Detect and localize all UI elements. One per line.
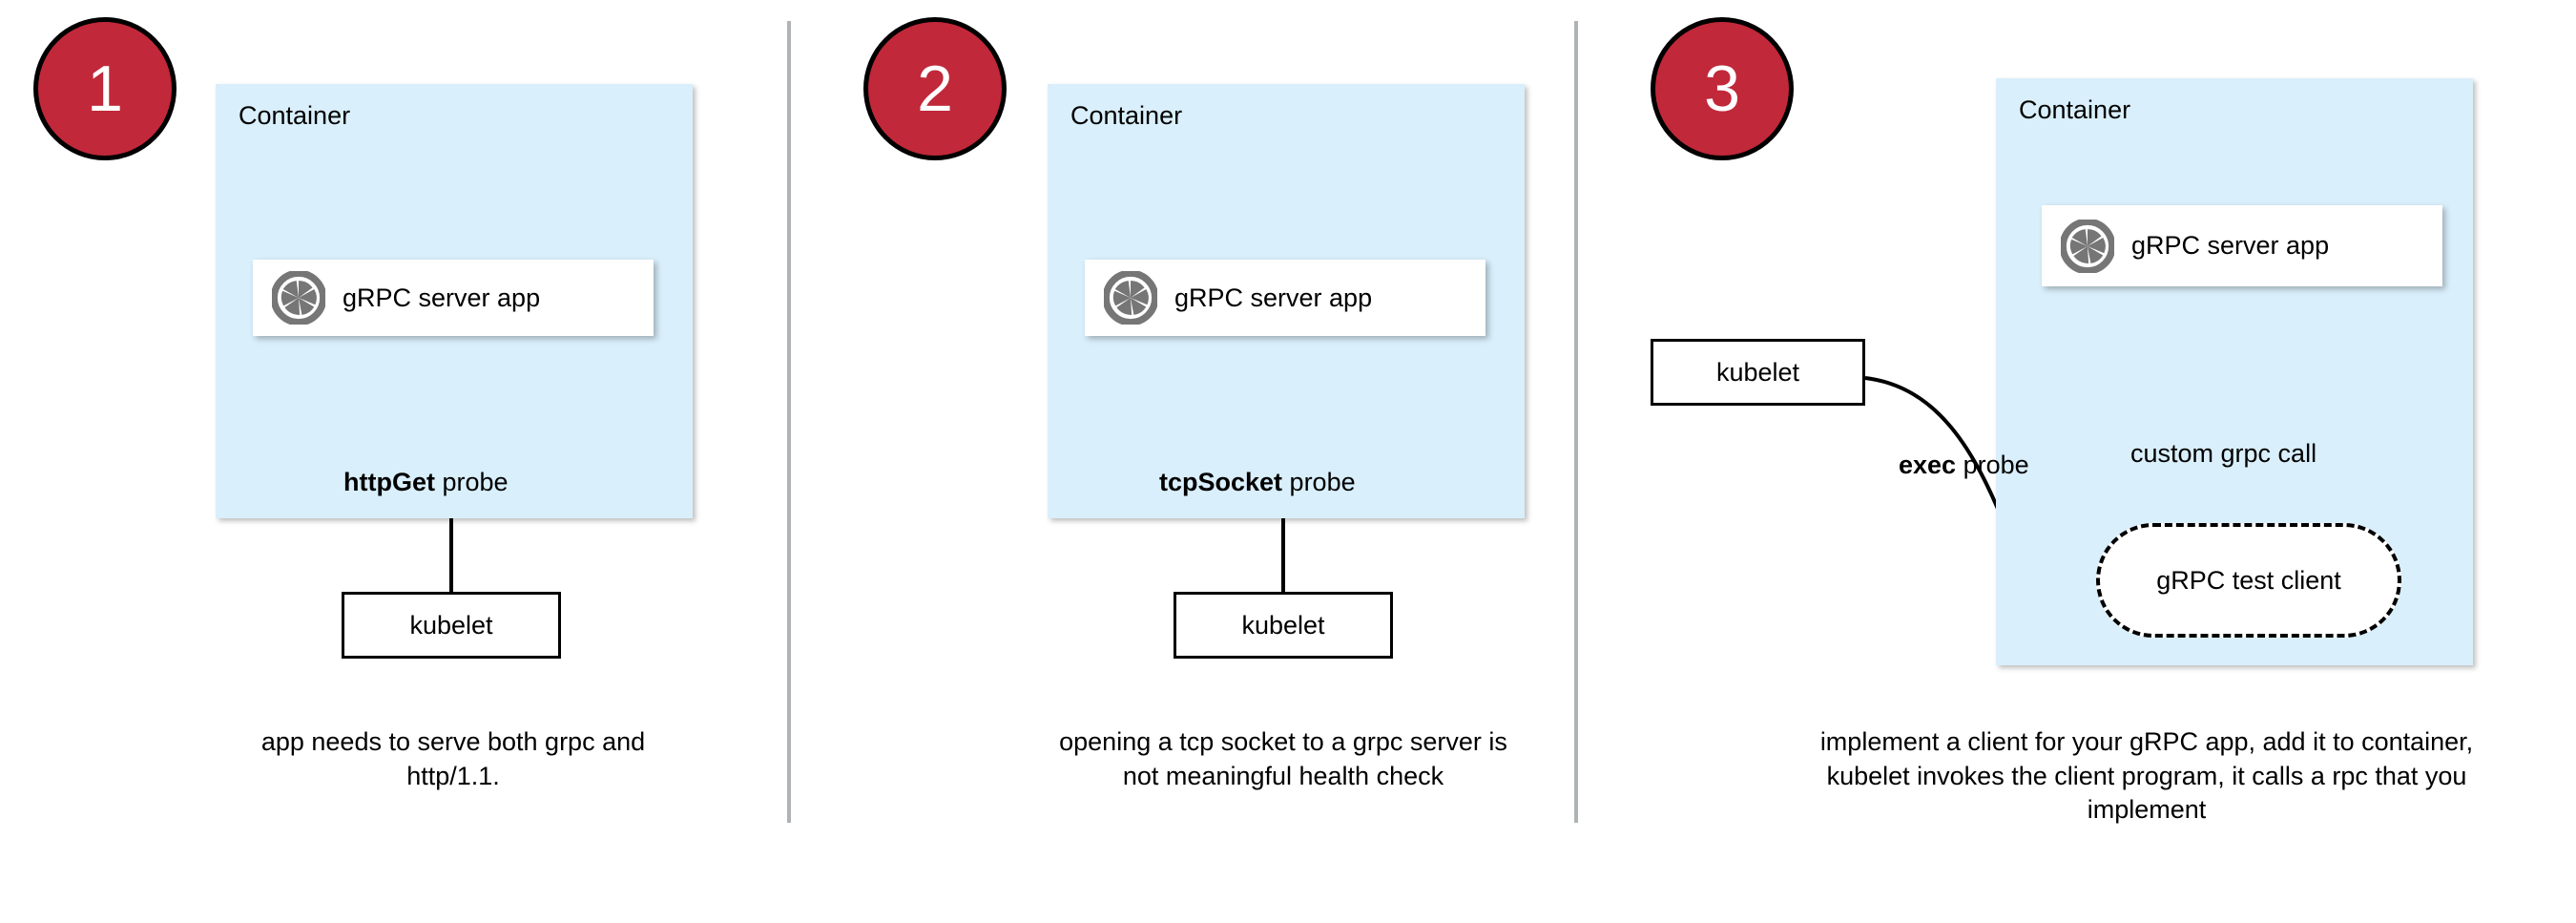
container-label-2: Container	[1070, 101, 1183, 130]
probe-label-2-bold: tcpSocket	[1159, 468, 1283, 496]
grpc-aperture-icon	[272, 271, 325, 325]
custom-grpc-call-label: custom grpc call	[2130, 439, 2317, 468]
app-card-2: gRPC server app	[1085, 260, 1485, 336]
app-card-3: gRPC server app	[2042, 205, 2442, 286]
step-badge-label: 3	[1704, 52, 1740, 125]
panel-caption-1: app needs to serve both grpc and http/1.…	[260, 727, 646, 790]
probe-label-1-bold: httpGet	[343, 468, 435, 496]
column-divider-1	[787, 21, 791, 823]
grpc-aperture-icon	[2061, 219, 2114, 273]
container-label-3: Container	[2019, 95, 2131, 124]
panel-caption-2: opening a tcp socket to a grpc server is…	[1059, 727, 1507, 790]
step-badge-2: 2	[863, 17, 1007, 160]
kubelet-box-1: kubelet	[342, 592, 561, 659]
container-label-1: Container	[239, 101, 351, 130]
probe-label-2-rest: probe	[1282, 468, 1356, 496]
kubelet-box-2: kubelet	[1174, 592, 1393, 659]
app-card-label-2: gRPC server app	[1174, 283, 1373, 312]
step-badge-label: 2	[917, 52, 953, 125]
probe-label-3-bold: exec	[1899, 451, 1957, 479]
panel-caption-3: implement a client for your gRPC app, ad…	[1819, 727, 2474, 825]
step-badge-3: 3	[1651, 17, 1794, 160]
app-card-label-1: gRPC server app	[343, 283, 541, 312]
probe-label-3: exec probe	[1899, 451, 2029, 480]
step-badge-1: 1	[33, 17, 177, 160]
probe-label-1-rest: probe	[434, 468, 509, 496]
column-divider-2	[1574, 21, 1578, 823]
probe-label-2: tcpSocket probe	[1159, 468, 1356, 497]
kubelet-box-3: kubelet	[1651, 339, 1865, 406]
probe-label-1: httpGet probe	[343, 468, 509, 497]
kubelet-label-3: kubelet	[1715, 357, 1800, 387]
step-badge-label: 1	[87, 52, 123, 125]
probe-label-3-rest: probe	[1956, 451, 2029, 479]
kubelet-label-2: kubelet	[1241, 610, 1325, 640]
grpc-aperture-icon	[1104, 271, 1157, 325]
kubelet-label-1: kubelet	[409, 610, 493, 640]
grpc-test-client-label: gRPC test client	[2156, 565, 2341, 595]
grpc-test-client-node: gRPC test client	[2096, 523, 2401, 638]
app-card-label-3: gRPC server app	[2131, 231, 2330, 260]
app-card-1: gRPC server app	[253, 260, 654, 336]
